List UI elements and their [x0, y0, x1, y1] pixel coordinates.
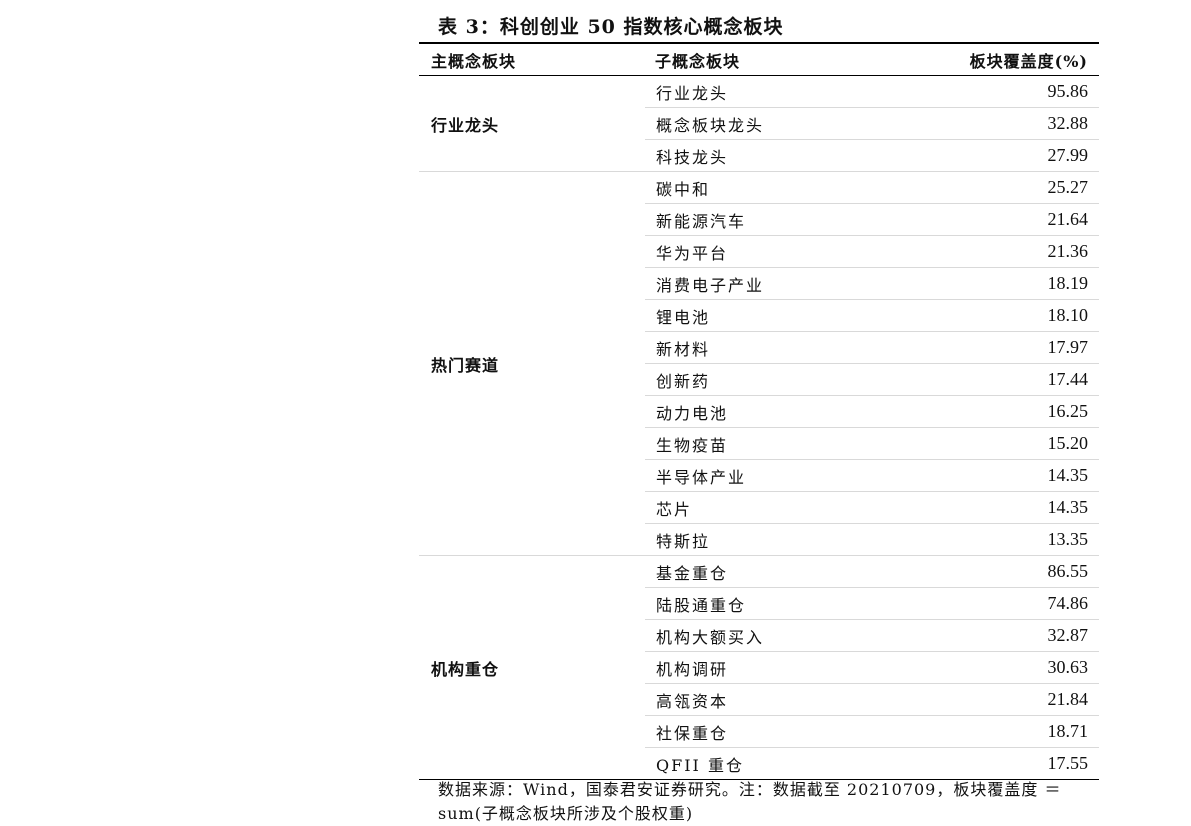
header-coverage: 板块覆盖度(%) [871, 43, 1099, 76]
sub-sector-cell: 创新药 [645, 363, 871, 396]
sub-sector-cell: 半导体产业 [645, 459, 871, 492]
coverage-value-cell: 18.10 [871, 299, 1099, 332]
main-sector-cell: 机构重仓 [419, 555, 645, 780]
coverage-value-cell: 14.35 [871, 491, 1099, 524]
coverage-value-cell: 95.86 [1047, 81, 1089, 101]
coverage-value-cell: 16.25 [871, 395, 1099, 428]
sub-sector-cell: 特斯拉 [645, 523, 871, 556]
coverage-value-cell: 14.35 [871, 459, 1099, 492]
main-sector-cell: 热门赛道 [419, 171, 645, 556]
coverage-value-cell: 25.27 [871, 171, 1099, 204]
main-sector-cell: 行业龙头 [431, 115, 500, 135]
sub-sector-cell: 机构调研 [645, 651, 871, 684]
coverage-value-cell: 18.71 [871, 715, 1099, 748]
coverage-value-cell: 32.88 [871, 107, 1099, 140]
sub-sector-cell: 基金重仓 [645, 555, 871, 588]
sub-sector-cell: 动力电池 [645, 395, 871, 428]
header-sub-sector: 子概念板块 [645, 43, 871, 76]
coverage-value-cell: 13.35 [871, 523, 1099, 556]
source-note: 数据来源：Wind，国泰君安证券研究。注：数据截至 20210709，板块覆盖度… [438, 780, 1062, 823]
sub-sector-cell: 高瓴资本 [645, 683, 871, 716]
coverage-value-cell: 30.63 [871, 651, 1099, 684]
sub-sector-cell: QFII 重仓 [645, 747, 871, 780]
sub-sector-cell: 消费电子产业 [645, 267, 871, 300]
coverage-value-cell: 17.97 [871, 331, 1099, 364]
coverage-value-cell: 21.84 [871, 683, 1099, 716]
sub-sector-cell: 芯片 [645, 491, 871, 524]
sub-sector-cell: 社保重仓 [645, 715, 871, 748]
sub-sector-cell: 生物疫苗 [645, 427, 871, 460]
sub-sector-cell: 概念板块龙头 [645, 107, 871, 140]
coverage-value-cell: 17.44 [871, 363, 1099, 396]
coverage-value-cell: 17.55 [871, 747, 1099, 780]
coverage-value-cell: 21.36 [871, 235, 1099, 268]
sub-sector-cell: 锂电池 [645, 299, 871, 332]
sub-sector-cell: 新材料 [645, 331, 871, 364]
coverage-value-cell: 74.86 [871, 587, 1099, 620]
coverage-value-cell: 21.64 [871, 203, 1099, 236]
sub-sector-cell: 华为平台 [645, 235, 871, 268]
header-main-sector: 主概念板块 [419, 43, 645, 76]
sub-sector-cell: 行业龙头 [656, 83, 729, 103]
sub-sector-cell: 碳中和 [645, 171, 871, 204]
table-header-row: 主概念板块 子概念板块 板块覆盖度(%) [419, 43, 1099, 76]
coverage-value-cell: 18.19 [871, 267, 1099, 300]
coverage-value-cell: 15.20 [871, 427, 1099, 460]
sub-sector-cell: 陆股通重仓 [645, 587, 871, 620]
table-title: 表 3：科创创业 50 指数核心概念板块 [438, 16, 784, 38]
sub-sector-cell: 机构大额买入 [645, 619, 871, 652]
sub-sector-cell: 科技龙头 [645, 139, 871, 172]
coverage-value-cell: 86.55 [871, 555, 1099, 588]
coverage-value-cell: 27.99 [871, 139, 1099, 172]
sub-sector-cell: 新能源汽车 [645, 203, 871, 236]
coverage-value-cell: 32.87 [871, 619, 1099, 652]
